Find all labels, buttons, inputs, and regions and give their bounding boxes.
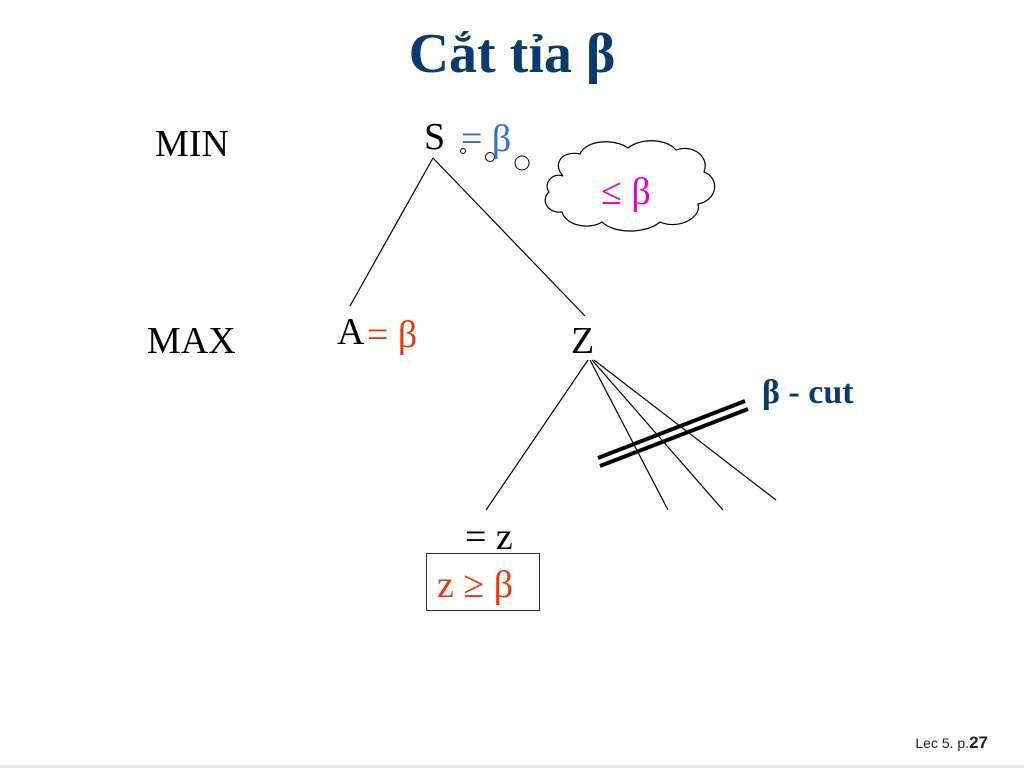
slide-title: Cắt tỉa β	[408, 23, 616, 85]
cut-line-2	[599, 407, 749, 468]
thought-dot-small	[460, 148, 466, 154]
thought-dot-medium	[485, 152, 495, 162]
node-a-annotation: = β	[367, 314, 418, 356]
edge-s-z	[432, 157, 586, 317]
thought-text: ≤ β	[601, 171, 651, 213]
level-label-min: MIN	[155, 123, 229, 165]
page-footer: Lec 5. p.27	[915, 733, 988, 753]
node-z-label: Z	[571, 320, 595, 362]
cut-line-1	[597, 399, 746, 460]
beta-cut-label: β - cut	[762, 374, 854, 411]
edge-z-pruned-1	[589, 359, 669, 511]
node-a-label: A	[337, 311, 365, 353]
thought-dot-large	[514, 155, 530, 171]
level-label-max: MAX	[147, 320, 236, 362]
leaf-annotation: = z	[465, 516, 513, 558]
thought-cloud	[544, 140, 716, 232]
edge-z-pruned-3	[593, 359, 777, 501]
node-s-label: S	[424, 116, 446, 158]
footer-prefix: Lec 5. p.	[915, 735, 970, 751]
condition-box: z ≥ β	[426, 553, 540, 611]
edge-s-a	[349, 157, 434, 307]
node-s-annotation: = β	[461, 118, 512, 160]
condition-text: z ≥ β	[437, 564, 514, 606]
edge-z-leaf	[485, 359, 589, 511]
page-number: 27	[969, 733, 988, 752]
bottom-divider	[0, 765, 1024, 768]
